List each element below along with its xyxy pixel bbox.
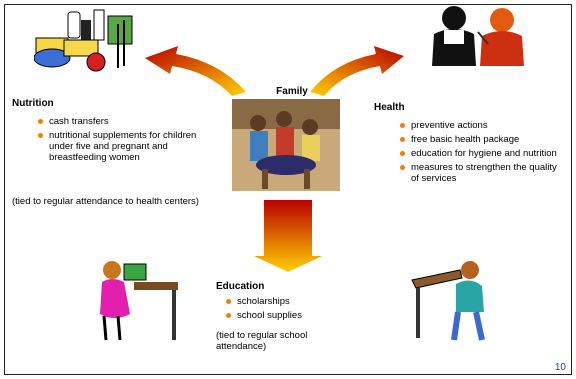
arrow-to-nutrition [145,46,246,96]
health-title: Health [374,102,405,113]
health-item: measures to strengthen the quality of se… [400,162,560,184]
nutrition-item: cash transfers [38,116,198,127]
arrow-to-health [310,46,404,96]
health-list: preventive actions free basic health pac… [400,120,560,187]
education-item: school supplies [226,310,346,321]
nutrition-list: cash transfers nutritional supplements f… [38,116,198,166]
education-item: scholarships [226,296,346,307]
nutrition-note: (tied to regular attendance to health ce… [12,196,199,207]
girl-reading-clipart [100,261,178,341]
health-item: education for hygiene and nutrition [400,148,560,159]
education-title: Education [216,281,265,292]
page-number: 10 [554,362,566,373]
arrow-to-education [254,200,322,272]
doctor-clipart [432,6,524,66]
nutrition-title: Nutrition [12,98,54,109]
family-title: Family [276,86,308,97]
health-item: preventive actions [400,120,560,131]
food-clipart [34,9,133,72]
nutrition-item: nutritional supplements for children und… [38,130,198,163]
education-list: scholarships school supplies [226,296,346,324]
boy-writing-clipart [411,261,485,341]
education-note: (tied to regular school attendance) [216,330,308,352]
family-photo [232,99,340,191]
health-item: free basic health package [400,134,560,145]
